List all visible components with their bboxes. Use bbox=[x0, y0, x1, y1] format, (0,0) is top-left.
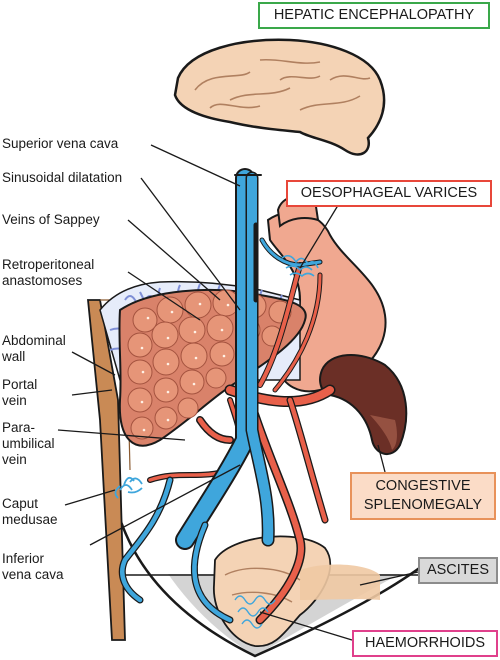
brain-icon bbox=[173, 38, 386, 156]
oesophageal-varices bbox=[281, 254, 319, 278]
vena-cava bbox=[175, 168, 275, 550]
abdominal-wall-label: Abdominal wall bbox=[2, 333, 66, 365]
spleen bbox=[319, 353, 408, 455]
oesophageal-varices-label: OESOPHAGEAL VARICES bbox=[286, 180, 492, 207]
label-leaders bbox=[57, 144, 419, 641]
portal-line1: Portal bbox=[2, 377, 38, 392]
veins-of-sappey-label: Veins of Sappey bbox=[2, 212, 100, 227]
sinusoidal-dilatation-label: Sinusoidal dilatation bbox=[2, 170, 123, 185]
ivc-line1: Inferior bbox=[2, 551, 45, 566]
hepatic-encephalopathy-label: HEPATIC ENCEPHALOPATHY bbox=[258, 2, 490, 29]
para-line2: umbilical bbox=[2, 436, 55, 451]
caput-medusae bbox=[114, 476, 143, 499]
para-line3: vein bbox=[2, 452, 27, 467]
haemorrhoidal-plexus bbox=[234, 595, 276, 629]
retroperitoneal-line1: Retroperitoneal bbox=[2, 257, 95, 272]
portal-line2: vein bbox=[2, 393, 27, 408]
retroperitoneal-line2: anastomoses bbox=[2, 273, 83, 288]
abdomen-outline bbox=[108, 469, 431, 658]
ivc-line2: vena cava bbox=[2, 567, 64, 582]
liver bbox=[118, 289, 307, 447]
haemorrhoids-label: HAEMORRHOIDS bbox=[352, 630, 498, 657]
abdominal-line2: wall bbox=[2, 349, 26, 364]
superior-vena-cava-label: Superior vena cava bbox=[2, 136, 119, 151]
abdominal-line1: Abdominal bbox=[2, 333, 66, 348]
para-line1: Para- bbox=[2, 420, 36, 435]
congestive-splenomegaly-line1: CONGESTIVE bbox=[375, 478, 471, 494]
ascites-label: ASCITES bbox=[418, 557, 498, 584]
congestive-splenomegaly-line2: SPLENOMEGALY bbox=[363, 497, 483, 513]
inferior-vena-cava-label: Inferior vena cava bbox=[2, 551, 64, 583]
caput-line2: medusae bbox=[2, 512, 58, 527]
portal-vein-label: Portal vein bbox=[2, 377, 37, 409]
para-umbilical-vein-label: Para- umbilical vein bbox=[2, 420, 55, 468]
congestive-splenomegaly-label: CONGESTIVE SPLENOMEGALY bbox=[350, 472, 496, 520]
caput-line1: Caput bbox=[2, 496, 39, 511]
retroperitoneal-anastomoses-label: Retroperitoneal anastomoses bbox=[2, 257, 94, 289]
caput-medusae-label: Caput medusae bbox=[2, 496, 58, 528]
